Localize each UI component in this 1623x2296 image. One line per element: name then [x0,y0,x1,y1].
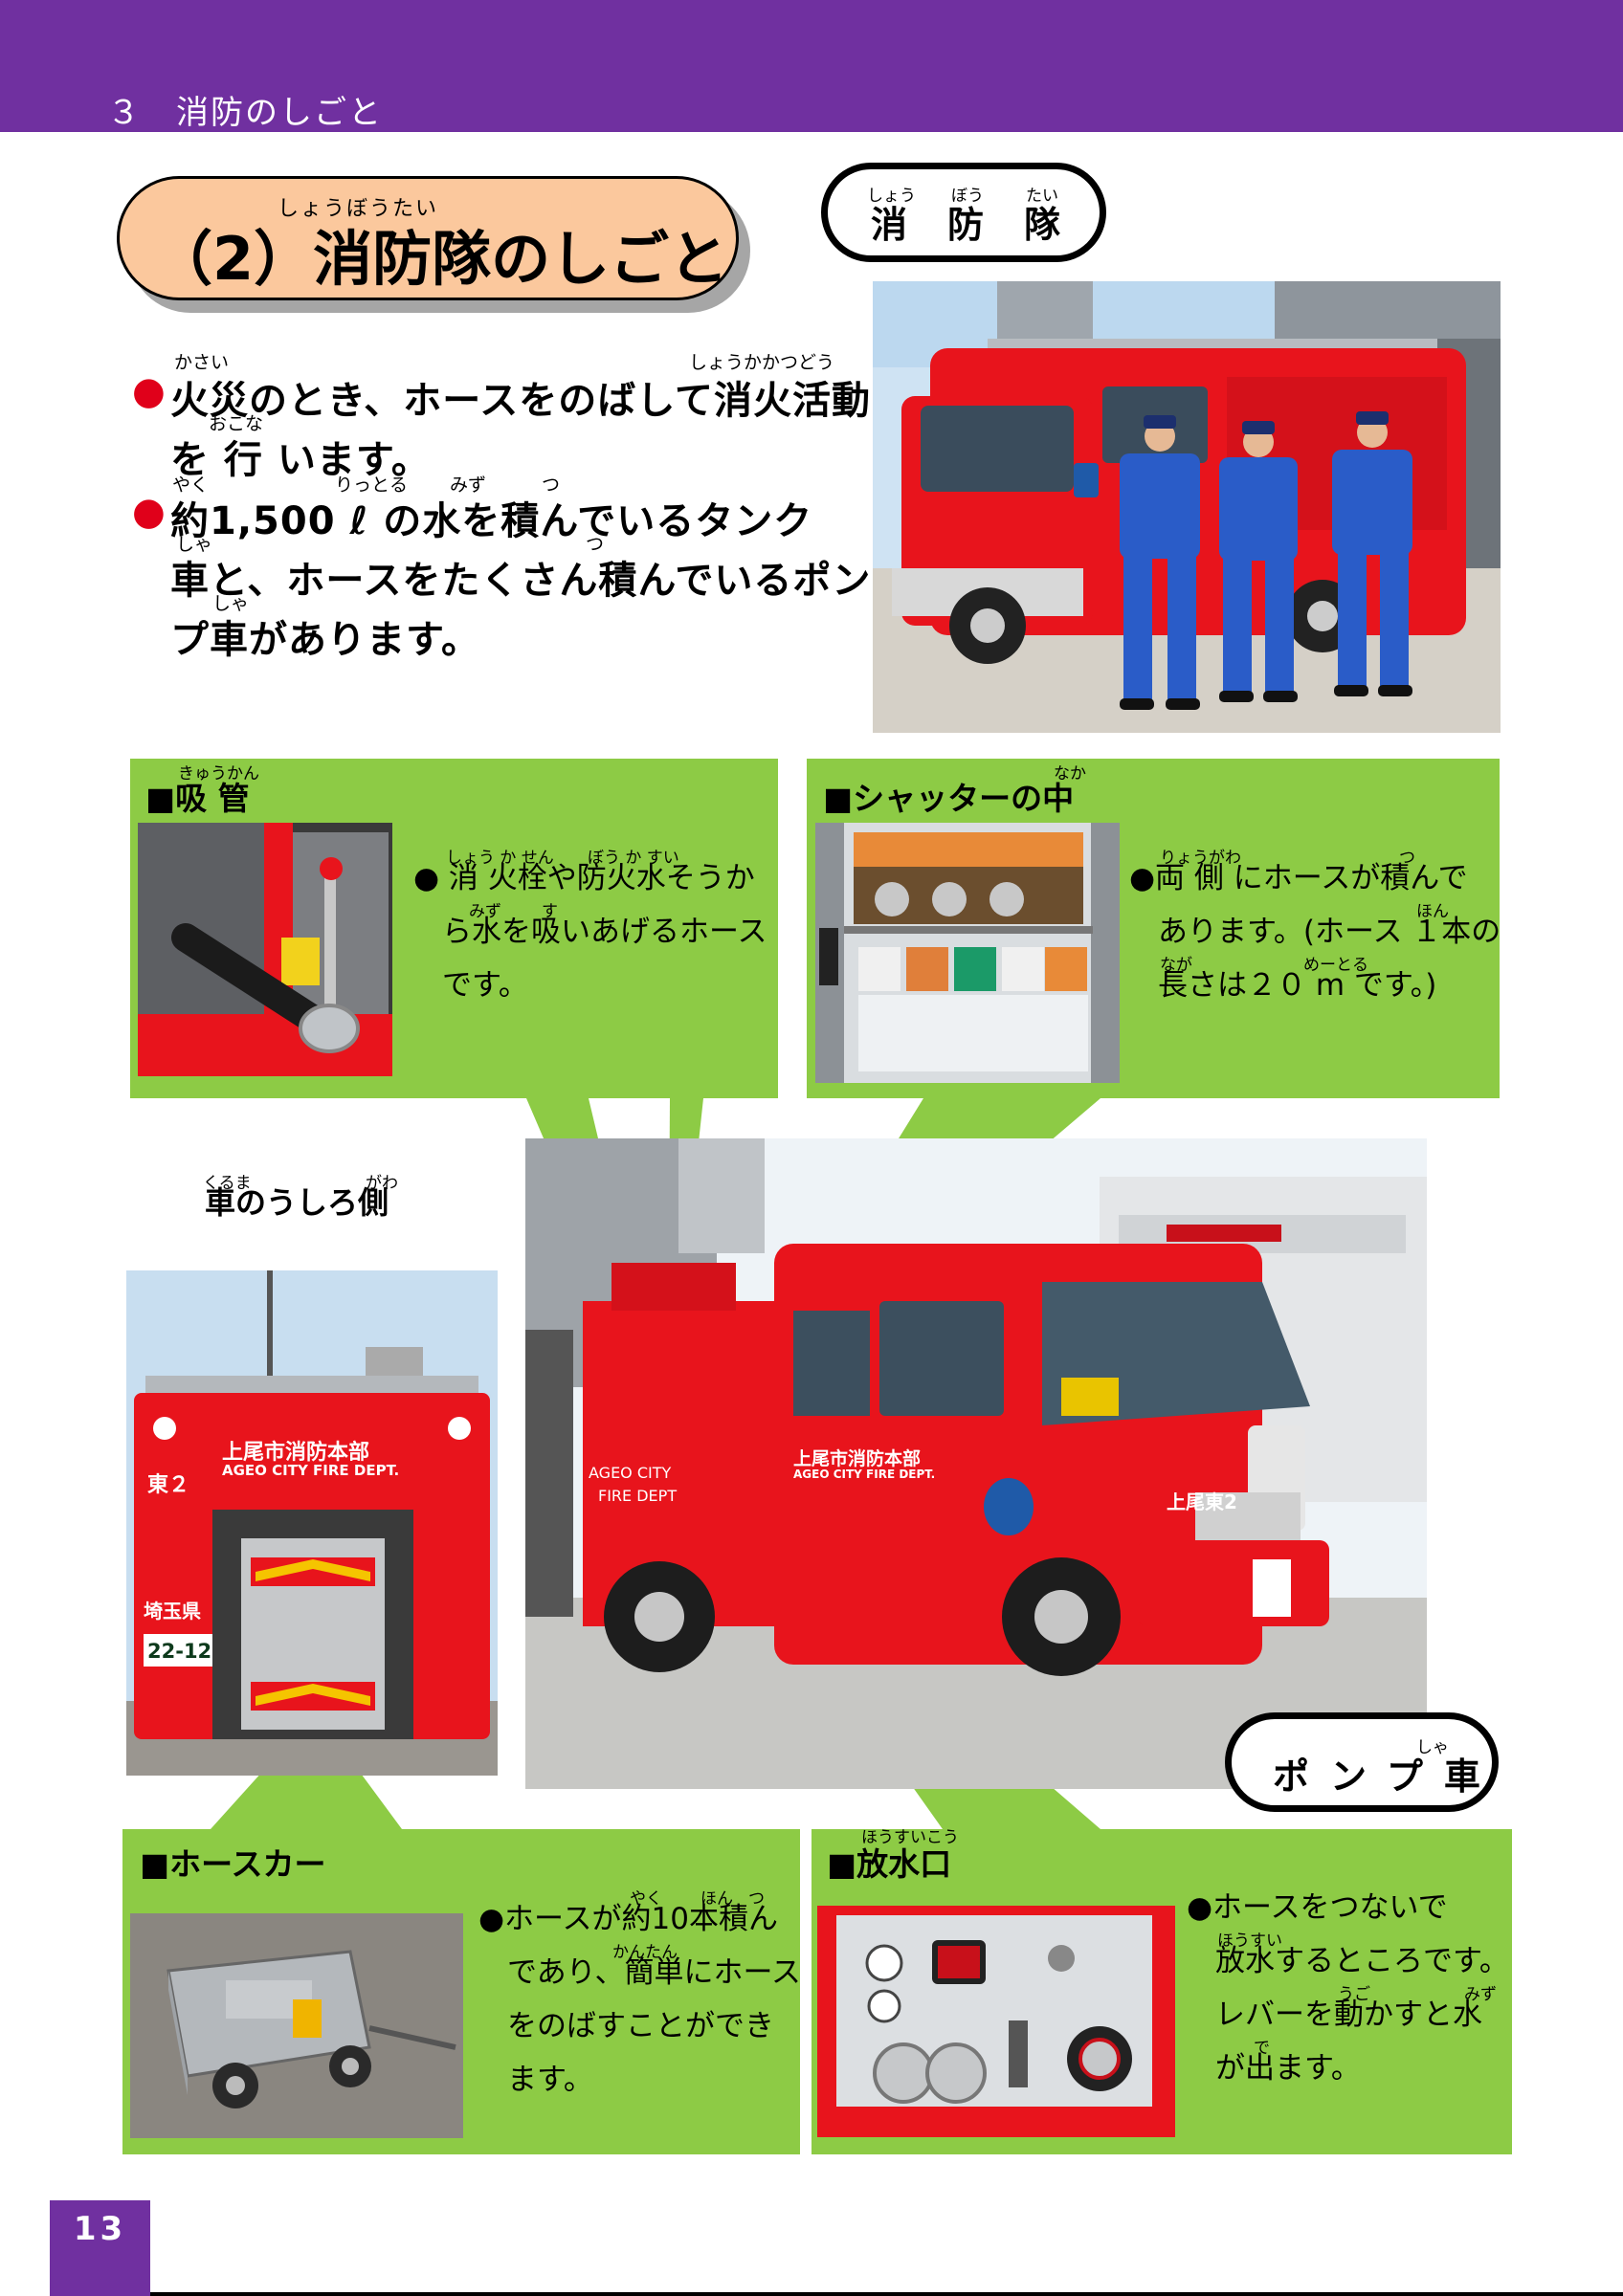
photo-shutter-inside [815,823,1120,1083]
pump-truck-dept-jp: 上尾市消防本部 [793,1448,922,1469]
label-ruby-3: たい [1026,187,1058,206]
chapter-title: ３ 消防のしごと [107,94,383,132]
pump-truck-side-en-1: AGEO CITY [589,1464,672,1482]
truck-plate: 22-12 [147,1640,212,1663]
intro-ruby: かさい [174,352,230,373]
photo-pump-truck: 上尾市消防本部 AGEO CITY FIRE DEPT. AGEO CITY F… [525,1138,1427,1789]
panel-suction-ruby: ぼう か すい [588,849,679,868]
page-number-box [50,2200,150,2296]
panel-shutter-ruby: ほん [1416,902,1449,921]
intro-ruby: つ [586,534,605,555]
photo-suction-hose [138,823,392,1076]
intro-ruby: しょうかかつどう [689,352,835,373]
panel-water-outlet-title: ■放水口 [827,1845,952,1883]
panel-hose-cart-ruby: かんたん [612,1943,678,1962]
intro-line-1: 火災のとき、ホースをのばして消火活動 [170,379,871,423]
truck-pref: 埼玉県 [144,1600,201,1623]
section-title-pill [117,176,739,300]
panel-suction-line-2: ら水を吸いあげるホース [442,915,767,949]
panel-water-outlet-line-2: 放水するところです。 [1215,1944,1509,1978]
bullet-red: ● [132,369,167,413]
car-rear-label: 車のうしろ側 [205,1184,389,1221]
label-pump-truck-ruby: しゃ [1416,1738,1449,1757]
photo-water-outlet [817,1906,1175,2137]
label-pump-truck-text: ポンプ車 [1273,1755,1501,1798]
panel-water-outlet-line-4: が出ます。 [1215,2051,1361,2086]
truck-dept-jp: 上尾市消防本部 [222,1441,370,1465]
panel-water-outlet-title-ruby: ほうすいこう [861,1828,959,1847]
panel-suction-title-ruby: きゅうかん [178,764,259,784]
truck-unit: 東２ [147,1473,190,1497]
panel-hose-cart-title: ■ホースカー [140,1845,326,1883]
panel-shutter-line-2: あります。(ホース １本の [1158,915,1501,949]
car-rear-ruby: くるま [203,1174,252,1193]
panel-suction-title: ■吸 管 [145,780,250,817]
panel-suction-ruby: しょう か せん [446,849,554,868]
intro-line-2: を 行 います。 [170,438,431,482]
panel-suction-ruby: す [542,902,558,921]
panel-hose-cart-ruby: つ [748,1889,765,1909]
intro-ruby: つ [542,475,561,496]
pump-truck-side-name: 上尾東2 [1167,1490,1237,1513]
panel-shutter-ruby: めーとる [1303,956,1368,975]
intro-ruby: やく [172,475,210,496]
panel-water-outlet-ruby: で [1254,2039,1270,2058]
label-fire-brigade [821,163,1106,262]
intro-ruby: おこな [209,413,264,434]
label-ruby-1: しょう [867,187,916,206]
car-rear-ruby: がわ [366,1174,398,1193]
panel-shutter-ruby: つ [1399,849,1415,868]
panel-shutter-line-3: 長さは２０ m です。) [1158,968,1437,1003]
label-pump-truck [1225,1712,1499,1812]
intro-ruby: みず [450,475,487,496]
panel-water-outlet-line-1: ●ホースをつないで [1187,1890,1448,1925]
intro-line-5: プ車があります。 [170,618,480,662]
panel-hose-cart-line-3: をのばすことができ [507,2009,774,2043]
panel-shutter-title-ruby: なか [1054,764,1086,784]
intro-line-4: 車と、ホースをたくさん積んでいるポン [170,559,872,603]
intro-ruby: しゃ [212,593,250,614]
photo-tank-truck-crew [873,281,1501,733]
panel-suction-line-3: です。 [442,968,528,1003]
header-bar [0,0,1623,132]
panel-suction-line-1: ● 消 火栓や防火水そうか [413,861,755,895]
panel-water-outlet-ruby: ほうすい [1217,1932,1282,1951]
intro-ruby: りっとる [335,475,409,496]
label-ruby-2: ぼう [951,187,984,206]
panel-hose-cart-ruby: ほん [700,1889,733,1909]
panel-shutter-title: ■シャッターの中 [823,780,1075,817]
panel-hose-cart-ruby: やく [630,1889,662,1909]
panel-suction-ruby: みず [469,902,501,921]
intro-ruby: しゃ [176,534,213,555]
page-number: 13 [73,2210,127,2248]
intro-line-3: 約1,500 ℓ の水を積んでいるタンク [170,499,813,543]
footer-line [150,2292,1623,2296]
pump-truck-side-en-2: FIRE DEPT [598,1487,678,1505]
truck-dept-en: AGEO CITY FIRE DEPT. [222,1462,400,1479]
photo-truck-rear: 上尾市消防本部 AGEO CITY FIRE DEPT. 東２ 埼玉県 22-1… [126,1270,498,1776]
section-title: （2）消防隊のしごと [153,224,729,294]
panel-shutter-line-1: ●両 側 にホースが積んで [1129,861,1468,895]
bullet-red: ● [132,490,167,534]
panel-water-outlet-ruby: みず [1464,1985,1497,2004]
panel-hose-cart-line-4: ます。 [507,2063,593,2097]
panel-hose-cart-line-1: ●ホースが約10本積ん [478,1902,778,1936]
panel-water-outlet-line-3: レバーを動かすと水 [1215,1998,1482,2032]
label-fire-brigade-text: 消防隊 [871,204,1101,246]
pump-truck-dept-en: AGEO CITY FIRE DEPT. [793,1468,936,1481]
panel-hose-cart-line-2: であり、簡単にホース [507,1955,801,1990]
panel-water-outlet-ruby: うご [1338,1985,1370,2004]
photo-hose-cart [130,1913,463,2138]
panel-shutter-ruby: なが [1160,956,1192,975]
section-title-ruby: しょうぼうたい [278,197,439,221]
panel-shutter-ruby: りょうがわ [1160,849,1241,868]
